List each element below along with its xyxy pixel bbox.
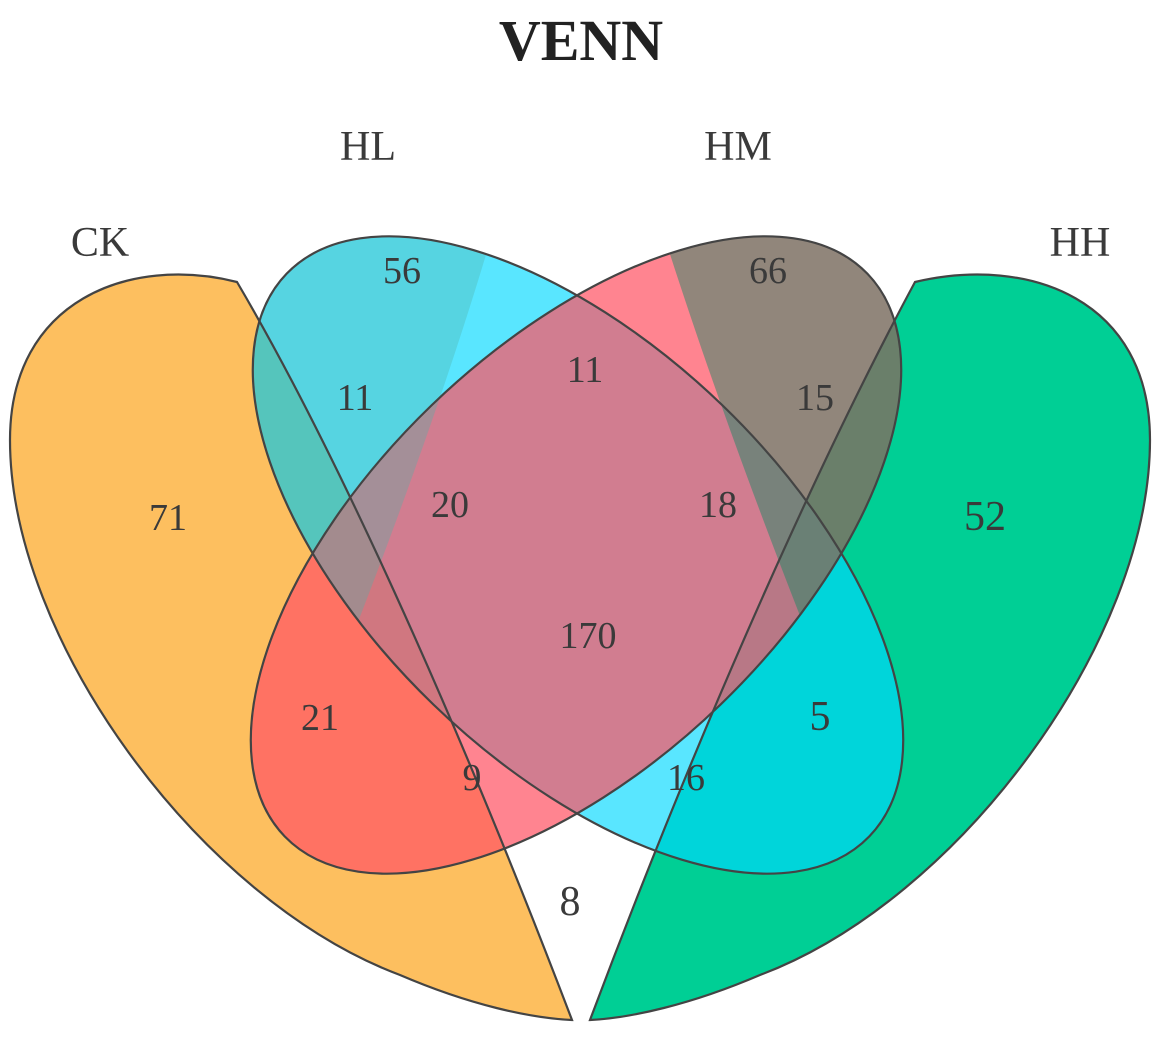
- set-label-ck: CK: [71, 220, 129, 266]
- count-ck-hl-hm: 20: [431, 484, 469, 526]
- count-ck-hh: 8: [560, 879, 581, 925]
- count-ck-hm: 21: [301, 697, 339, 739]
- set-hm-outline: [249, 235, 903, 875]
- count-only-ck: 71: [149, 497, 187, 539]
- set-label-hm: HM: [704, 124, 772, 170]
- set-outlines: [8, 235, 1152, 1022]
- count-hm-hh: 15: [796, 377, 834, 419]
- count-all-four: 170: [560, 615, 617, 657]
- set-hm-fill: [250, 236, 902, 874]
- region-counts: 71 56 66 52 11 11 15 20 18 170 21 9 16 5…: [149, 250, 1006, 925]
- count-hl-hm-hh: 18: [699, 484, 737, 526]
- count-hl-hm: 11: [567, 349, 604, 391]
- set-label-hh: HH: [1050, 220, 1111, 266]
- count-only-hl: 56: [383, 250, 421, 292]
- count-hl-hh: 5: [810, 694, 831, 740]
- count-ck-hl-hh: 16: [667, 757, 705, 799]
- count-only-hm: 66: [749, 250, 787, 292]
- diagram-title: VENN: [499, 8, 663, 73]
- count-ck-hm-hh: 9: [463, 757, 482, 799]
- count-only-hh: 52: [964, 494, 1006, 540]
- set-hl-outline: [251, 235, 905, 875]
- set-hm: [250, 236, 902, 874]
- count-ck-hl: 11: [337, 377, 374, 419]
- set-label-hl: HL: [340, 124, 396, 170]
